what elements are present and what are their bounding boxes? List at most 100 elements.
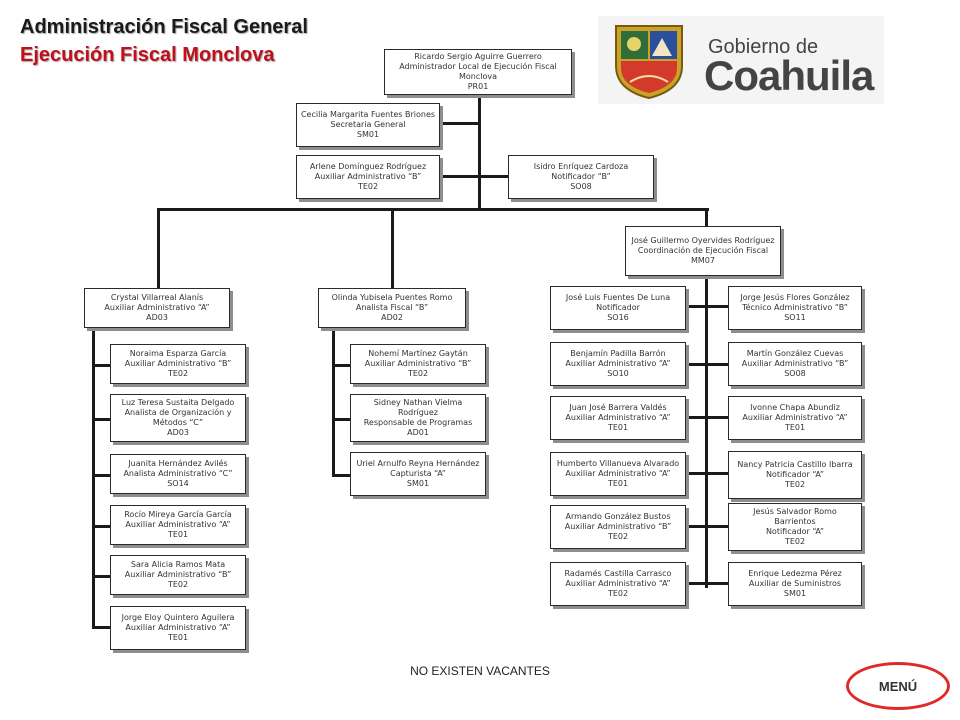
connector xyxy=(92,364,110,367)
connector xyxy=(688,363,728,366)
org-box-coord-staff: Martín González Cuevas Auxiliar Administ… xyxy=(728,342,862,386)
position-title: Auxiliar Administrativo “A” xyxy=(125,623,231,632)
position-code: SO14 xyxy=(167,479,189,488)
org-box-branch2-head: Olinda Yubisela Puentes Romo Analista Fi… xyxy=(318,288,466,328)
org-box-coord-staff: Nancy Patricia Castillo Ibarra Notificad… xyxy=(728,451,862,499)
person-name: Cecilia Margarita Fuentes Briones xyxy=(300,110,436,119)
org-box-coord-staff: Juan José Barrera Valdés Auxiliar Admini… xyxy=(550,396,686,440)
connector xyxy=(688,582,728,585)
person-name: Ricardo Sergio Aguirre Guerrero xyxy=(414,52,542,61)
position-title: Coordinación de Ejecución Fiscal xyxy=(637,246,769,255)
person-name: Sara Alicia Ramos Mata xyxy=(130,560,226,569)
logo-text-large: Coahuila xyxy=(704,52,874,99)
connector xyxy=(332,418,350,421)
position-code: AD02 xyxy=(381,313,403,322)
position-title: Administrador Local de Ejecución Fiscal … xyxy=(399,62,557,81)
position-title: Auxiliar Administrativo “A” xyxy=(565,469,671,478)
position-title: Notificador xyxy=(596,303,640,312)
person-name: Jorge Eloy Quintero Aguilera xyxy=(121,613,235,622)
person-name: Humberto Villanueva Alvarado xyxy=(556,459,680,468)
person-name: Radamés Castilla Carrasco xyxy=(564,569,672,578)
connector xyxy=(440,122,480,125)
position-code: TE02 xyxy=(167,580,189,589)
org-box-branch1-staff: Rocío Mireya García García Auxiliar Admi… xyxy=(110,505,246,545)
org-box-coord-staff: Radamés Castilla Carrasco Auxiliar Admin… xyxy=(550,562,686,606)
position-code: AD03 xyxy=(167,428,189,437)
person-name: José Guillermo Oyervides Rodríguez xyxy=(631,236,775,245)
position-title: Notificador “A” xyxy=(765,470,825,479)
connector xyxy=(688,472,728,475)
person-name: Juanita Hernández Avilés xyxy=(128,459,228,468)
position-title: Auxiliar Administrativo “A” xyxy=(565,359,671,368)
position-title: Auxiliar Administrativo “B” xyxy=(314,172,422,181)
position-code: PR01 xyxy=(467,82,489,91)
person-name: Jesús Salvador Romo Barrientos xyxy=(753,507,837,526)
person-name: Nohemí Martínez Gaytán xyxy=(368,349,468,358)
org-box-root: Ricardo Sergio Aguirre Guerrero Administ… xyxy=(384,49,572,95)
connector xyxy=(157,208,709,211)
position-code: TE02 xyxy=(167,369,189,378)
page-subtitle: Ejecución Fiscal Monclova xyxy=(20,44,275,66)
person-name: Crystal Villarreal Alanís xyxy=(110,293,204,302)
person-name: Nancy Patricia Castillo Ibarra xyxy=(737,460,853,469)
position-code: SO16 xyxy=(607,313,629,322)
person-name: Isidro Enríquez Cardoza xyxy=(533,162,629,171)
connector xyxy=(92,626,110,629)
position-code: SM01 xyxy=(356,130,380,139)
org-box-coord-staff: Benjamín Padilla Barrón Auxiliar Adminis… xyxy=(550,342,686,386)
org-box-notifier: Isidro Enríquez Cardoza Notificador “B” … xyxy=(508,155,654,199)
connector xyxy=(92,575,110,578)
org-box-assistant: Arlene Domínguez Rodríguez Auxiliar Admi… xyxy=(296,155,440,199)
org-box-coord-staff: Ivonne Chapa Abundiz Auxiliar Administra… xyxy=(728,396,862,440)
org-box-coord-staff: Enrique Ledezma Pérez Auxiliar de Sumini… xyxy=(728,562,862,606)
person-name: Martín González Cuevas xyxy=(746,349,844,358)
position-code: SO08 xyxy=(784,369,806,378)
position-code: SM01 xyxy=(783,589,807,598)
position-title: Técnico Administrativo “B” xyxy=(742,303,848,312)
position-title: Auxiliar Administrativo “A” xyxy=(104,303,210,312)
org-box-coord-staff: Jorge Jesús Flores González Técnico Admi… xyxy=(728,286,862,330)
position-title: Auxiliar Administrativo “A” xyxy=(742,413,848,422)
position-code: SO08 xyxy=(570,182,592,191)
position-title: Analista Administrativo “C” xyxy=(123,469,233,478)
vacancies-note: NO EXISTEN VACANTES xyxy=(410,664,550,678)
connector xyxy=(391,208,394,288)
position-code: AD03 xyxy=(146,313,168,322)
position-title: Responsable de Programas xyxy=(363,418,473,427)
connector xyxy=(705,276,708,588)
connector xyxy=(157,208,160,288)
position-title: Auxiliar Administrativo “B” xyxy=(564,522,672,531)
position-code: SM01 xyxy=(406,479,430,488)
position-code: TE01 xyxy=(167,633,189,642)
org-box-branch2-staff: Uriel Arnulfo Reyna Hernández Capturista… xyxy=(350,452,486,496)
coat-of-arms-icon xyxy=(615,25,683,100)
position-code: TE02 xyxy=(407,369,429,378)
connector xyxy=(332,328,335,476)
menu-button[interactable]: MENÚ xyxy=(846,662,950,710)
connector xyxy=(440,175,508,178)
position-code: TE02 xyxy=(784,537,806,546)
connector xyxy=(688,305,728,308)
position-code: TE01 xyxy=(607,423,629,432)
person-name: Armando González Bustos xyxy=(565,512,671,521)
person-name: Enrique Ledezma Pérez xyxy=(748,569,842,578)
person-name: Sidney Nathan Vielma Rodríguez xyxy=(373,398,463,417)
gobierno-coahuila-logo: Gobierno de Coahuila xyxy=(598,16,884,104)
position-title: Notificador “A” xyxy=(765,527,825,536)
person-name: Benjamín Padilla Barrón xyxy=(570,349,666,358)
position-code: TE01 xyxy=(784,423,806,432)
person-name: Jorge Jesús Flores González xyxy=(740,293,850,302)
connector xyxy=(478,95,481,210)
org-box-branch1-staff: Jorge Eloy Quintero Aguilera Auxiliar Ad… xyxy=(110,606,246,650)
position-title: Analista de Organización y Métodos “C” xyxy=(124,408,232,427)
person-name: Olinda Yubisela Puentes Romo xyxy=(331,293,453,302)
connector xyxy=(688,525,728,528)
org-box-coord-staff: Humberto Villanueva Alvarado Auxiliar Ad… xyxy=(550,452,686,496)
logo-text-small: Gobierno de xyxy=(708,36,819,58)
person-name: Luz Teresa Sustaita Delgado xyxy=(121,398,235,407)
org-box-branch1-staff: Juanita Hernández Avilés Analista Admini… xyxy=(110,454,246,494)
org-box-branch1-staff: Noraima Esparza García Auxiliar Administ… xyxy=(110,344,246,384)
position-code: TE02 xyxy=(607,532,629,541)
position-title: Analista Fiscal “B” xyxy=(355,303,429,312)
position-title: Auxiliar Administrativo “A” xyxy=(565,413,671,422)
